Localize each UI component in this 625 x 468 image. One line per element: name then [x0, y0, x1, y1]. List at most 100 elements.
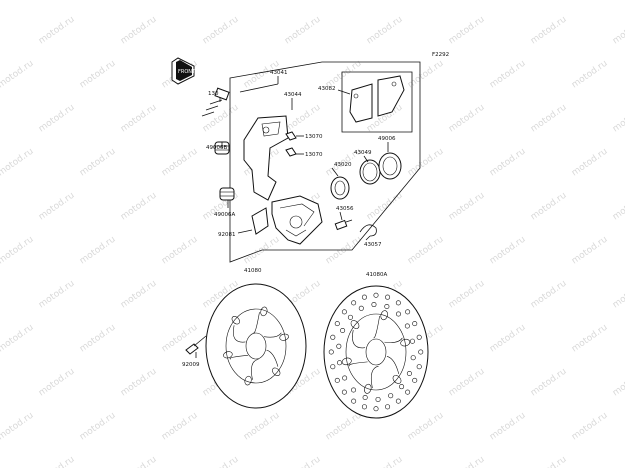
watermark-text: motod.ru — [488, 59, 528, 91]
disc-drill-hole — [395, 311, 401, 317]
label-43020: 43020 — [334, 162, 352, 168]
disc-drill-hole — [412, 321, 418, 327]
watermark-text: motod.ru — [160, 0, 200, 2]
watermark-text: motod.ru — [529, 191, 569, 223]
watermark-text: motod.ru — [37, 455, 77, 468]
watermark-text: motod.ru — [570, 411, 610, 443]
watermark-text: motod.ru — [570, 0, 610, 2]
watermark-text: motod.ru — [570, 59, 610, 91]
disc-drill-hole — [412, 377, 418, 383]
disc-drill-hole — [334, 321, 340, 327]
disc-drill-hole — [334, 377, 340, 383]
disc-drill-hole — [342, 375, 348, 381]
watermark-text: motod.ru — [324, 0, 364, 2]
label-43041: 43041 — [270, 70, 288, 76]
leader-lines — [195, 76, 389, 358]
disc-drill-hole — [361, 294, 367, 300]
watermark-text: motod.ru — [488, 0, 528, 2]
disc-drill-hole — [361, 404, 367, 410]
watermark-text: motod.ru — [611, 455, 625, 468]
watermark-text: motod.ru — [365, 15, 405, 47]
watermark-text: motod.ru — [283, 15, 323, 47]
seal-ring-icon — [359, 152, 402, 185]
boot-a-icon — [219, 187, 235, 201]
disc-cutout — [223, 351, 233, 359]
label-49006a: 49006A — [214, 212, 235, 218]
watermark-text: motod.ru — [119, 455, 159, 468]
label-49006b: 49006B — [206, 145, 227, 151]
screw-icon — [185, 335, 207, 355]
disc-cutout — [231, 316, 240, 325]
watermark-text: motod.ru — [78, 323, 118, 355]
disc-drill-hole — [418, 349, 424, 355]
watermark-text: motod.ru — [529, 455, 569, 468]
part-labels: 43041 43044 43082 130 13070 13070 49006B… — [182, 70, 396, 368]
disc-drill-hole — [395, 398, 401, 404]
disc-drill-hole — [330, 364, 336, 370]
brake-disc-left-icon — [205, 283, 307, 409]
watermark-text: motod.ru — [529, 367, 569, 399]
label-43082: 43082 — [318, 86, 336, 92]
watermark-text: motod.ru — [570, 323, 610, 355]
watermark-text: motod.ru — [611, 279, 625, 311]
disc-spoke — [253, 312, 260, 334]
disc-spoke — [373, 315, 380, 339]
watermark-text: motod.ru — [242, 0, 282, 2]
brake-pad-icon — [349, 75, 405, 123]
watermark-text: motod.ru — [201, 103, 241, 135]
watermark-text: motod.ru — [0, 411, 36, 443]
disc-spoke — [266, 349, 279, 367]
disc-drill-hole — [347, 314, 353, 320]
disc-drill-hole — [405, 389, 411, 395]
watermark-text: motod.ru — [283, 103, 323, 135]
watermark-text: motod.ru — [119, 367, 159, 399]
watermark-text: motod.ru — [283, 455, 323, 468]
disc-cutout — [260, 306, 268, 317]
disc-cutout — [364, 383, 372, 394]
disc-cutout — [341, 357, 352, 366]
disc-cutout — [244, 375, 252, 386]
disc-spoke — [352, 329, 366, 349]
watermark-text: motod.ru — [529, 279, 569, 311]
watermark-text: motod.ru — [160, 147, 200, 179]
label-41080: 41080 — [244, 268, 262, 274]
watermark-text: motod.ru — [611, 367, 625, 399]
disc-drill-hole — [410, 355, 416, 361]
disc-drill-hole — [384, 304, 390, 310]
bolt-icon — [201, 87, 230, 117]
watermark-text: motod.ru — [0, 0, 36, 2]
disc-drill-hole — [351, 398, 357, 404]
disc-drill-hole — [395, 300, 401, 306]
disc-spoke — [233, 325, 246, 343]
label-43056: 43056 — [336, 206, 354, 212]
label-92081: 92081 — [218, 232, 236, 238]
watermark-text: motod.ru — [488, 147, 528, 179]
label-13070-a: 13070 — [305, 134, 323, 140]
caliper-assembly-frame — [229, 61, 421, 263]
pad-set-frame — [341, 71, 413, 133]
watermark-text: motod.ru — [447, 191, 487, 223]
watermark-text: motod.ru — [447, 279, 487, 311]
watermark-text: motod.ru — [201, 15, 241, 47]
watermark-text: motod.ru — [160, 411, 200, 443]
watermark-text: motod.ru — [406, 411, 446, 443]
brake-disc-right-icon — [323, 285, 429, 419]
label-43057: 43057 — [364, 242, 382, 248]
disc-drill-hole — [385, 404, 391, 410]
watermark-text: motod.ru — [570, 147, 610, 179]
watermark-text: motod.ru — [0, 323, 36, 355]
watermark-text: motod.ru — [37, 103, 77, 135]
watermark-text: motod.ru — [611, 103, 625, 135]
disc-cutout — [350, 320, 360, 329]
watermark-text: motod.ru — [119, 191, 159, 223]
disc-drill-hole — [341, 309, 347, 315]
disc-drill-hole — [385, 294, 391, 300]
watermark-text: motod.ru — [37, 15, 77, 47]
disc-drill-hole — [371, 302, 377, 308]
disc-spoke — [348, 361, 368, 367]
watermark-text: motod.ru — [119, 103, 159, 135]
disc-drill-hole — [416, 364, 422, 370]
watermark-text: motod.ru — [611, 15, 625, 47]
watermark-text: motod.ru — [160, 235, 200, 267]
